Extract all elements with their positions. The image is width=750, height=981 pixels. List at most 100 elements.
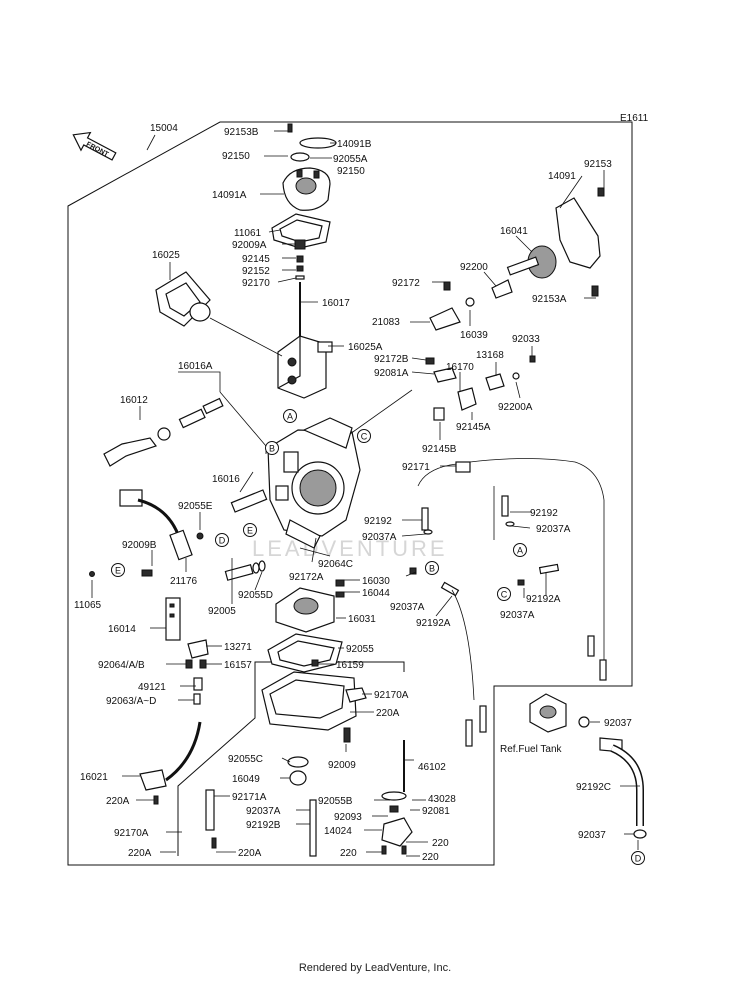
float-gasket [267, 633, 343, 673]
accelerator-pump [275, 579, 345, 633]
part-label: 14091 [548, 171, 576, 182]
part-label: 92192A [416, 618, 451, 629]
cover-plate [155, 271, 211, 327]
part-label: 92192C [576, 782, 611, 793]
carburetor-body [267, 417, 361, 549]
callout-a-top: A [283, 409, 297, 423]
callout-b-top: B [265, 441, 279, 455]
part-label: 92055C [228, 754, 263, 765]
vent-hoses [409, 461, 607, 747]
part-label: 15004 [150, 123, 178, 134]
part-label: 92081 [422, 806, 450, 817]
part-label: 220 [422, 852, 439, 863]
callout-b-mid: B [425, 561, 439, 575]
jet-needle-parts [294, 239, 306, 345]
part-label: 16170 [446, 362, 474, 373]
part-label: 92153B [224, 127, 259, 138]
part-label: 92033 [512, 334, 540, 345]
part-label: 92009 [328, 760, 356, 771]
top-cover [282, 123, 337, 211]
part-label: 92037 [604, 718, 632, 729]
part-label: 220A [128, 848, 152, 859]
diaphragm-gasket [271, 213, 331, 249]
part-label: 21083 [372, 317, 400, 328]
part-label: 92037 [578, 830, 606, 841]
part-label: 92009B [122, 540, 157, 551]
part-label: 92192 [530, 508, 558, 519]
part-label: 92037A [390, 602, 425, 613]
throttle-pulley-cover [555, 187, 605, 297]
fuel-hose-route [417, 458, 605, 680]
part-label: 13168 [476, 350, 504, 361]
part-label: 92037A [246, 806, 281, 817]
part-label: 92145 [242, 254, 270, 265]
linkage-parts [425, 281, 536, 421]
bypass-screw [224, 560, 266, 581]
part-label: 92081A [374, 368, 409, 379]
part-label: 92037A [500, 610, 535, 621]
part-label: 14091B [337, 139, 372, 150]
part-label: 16039 [460, 330, 488, 341]
part-label: 92055 [346, 644, 374, 655]
part-label: 92153 [584, 159, 612, 170]
part-label: 92150 [222, 151, 250, 162]
part-label: 92064/A/B [98, 660, 145, 671]
part-label: 11065 [74, 600, 102, 611]
part-label: 92064C [318, 559, 353, 570]
part-label: 92153A [532, 294, 567, 305]
part-label: 92005 [208, 606, 236, 617]
callout-label: A [287, 412, 293, 422]
air-cutoff-valve [381, 740, 413, 855]
callout-d-left: D [215, 533, 229, 547]
float-bowl [261, 659, 367, 731]
part-label: 16041 [500, 226, 528, 237]
part-label: 92055B [318, 796, 353, 807]
part-label: 16017 [322, 298, 350, 309]
drain-plug [205, 727, 351, 857]
part-label: 92170A [374, 690, 409, 701]
part-label: 92055E [178, 501, 213, 512]
part-label: 92172A [289, 572, 324, 583]
callout-a-right: A [513, 543, 527, 557]
part-label: 16159 [336, 660, 364, 671]
sensor-cable [89, 489, 193, 577]
part-label: 92145A [456, 422, 491, 433]
callout-label: D [635, 854, 642, 864]
callout-d-bottom: D [631, 851, 645, 865]
jet-assembly [103, 397, 224, 467]
footer-credit: Rendered by LeadVenture, Inc. [298, 962, 452, 974]
callout-c-right: C [497, 587, 511, 601]
part-label: 92200A [498, 402, 533, 413]
drain-hose [139, 721, 202, 805]
leader-lines [91, 130, 640, 857]
fuel-tank-parts [529, 693, 647, 839]
part-label: 16021 [80, 772, 108, 783]
part-label: 220 [340, 848, 357, 859]
part-labels: 15004 92153B 14091B 92150 92055A 92150 1… [74, 123, 632, 863]
part-label: 92172 [392, 278, 420, 289]
callout-label: E [247, 526, 253, 536]
part-label: 14024 [324, 826, 352, 837]
part-label: 220 [432, 838, 449, 849]
diagram-code: E1611 [620, 113, 649, 124]
part-label: 92170 [242, 278, 270, 289]
throttle-valve [277, 335, 333, 399]
float-parts [165, 597, 209, 705]
part-label: 92009A [232, 240, 267, 251]
part-label: 16025A [348, 342, 383, 353]
part-label: 92200 [460, 262, 488, 273]
part-label: 16012 [120, 395, 148, 406]
float-bowl-frame [177, 661, 405, 856]
part-label: 220A [376, 708, 400, 719]
part-label: 16016A [178, 361, 213, 372]
part-label: 92172B [374, 354, 409, 365]
part-label: 92171 [402, 462, 430, 473]
part-label: 46102 [418, 762, 446, 773]
part-label: 92093 [334, 812, 362, 823]
assembly-frame [67, 121, 633, 866]
part-label: 92037A [362, 532, 397, 543]
callout-label: B [269, 444, 275, 454]
part-label: 21176 [170, 576, 198, 587]
part-label: 16044 [362, 588, 390, 599]
